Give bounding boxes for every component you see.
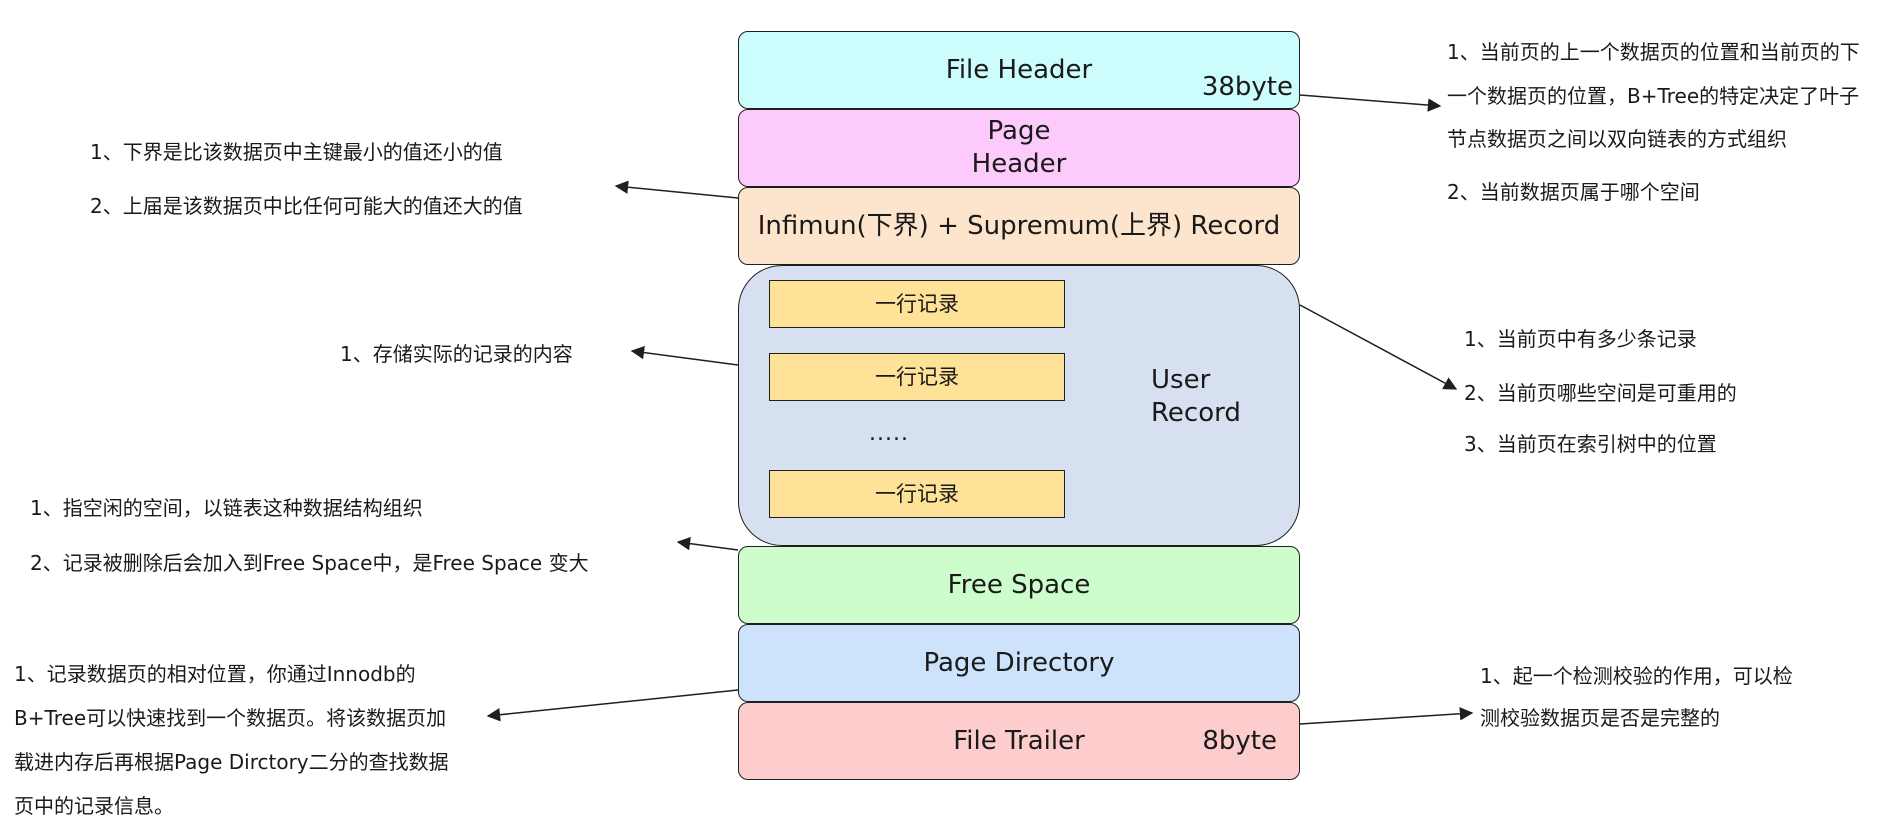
arrow-user-record-right xyxy=(1299,304,1458,390)
page-header-block: Page Header xyxy=(738,109,1300,187)
user-record-block: 一行记录 一行记录 ..... 一行记录 User Record xyxy=(738,265,1300,546)
file-header-block: File Header 38byte xyxy=(738,31,1300,109)
arrow-page-directory xyxy=(486,689,739,722)
file-header-size: 38byte xyxy=(1201,72,1293,102)
note-file-trailer-line1: 1、起一个检测校验的作用，可以检 xyxy=(1480,664,1793,688)
note-free-space-line1: 1、指空闲的空间，以链表这种数据结构组织 xyxy=(30,496,423,520)
file-trailer-block: File Trailer 8byte xyxy=(738,702,1300,780)
note-page-directory-line2: B+Tree可以快速找到一个数据页。将该数据页加 xyxy=(14,706,447,730)
record-row: 一行记录 xyxy=(769,353,1065,401)
note-user-record-right-line2: 2、当前页哪些空间是可重用的 xyxy=(1464,381,1737,405)
page-directory-block: Page Directory xyxy=(738,624,1300,702)
file-header-label: File Header xyxy=(945,54,1093,85)
record-row-label: 一行记录 xyxy=(875,481,959,506)
note-free-space-line2: 2、记录被删除后会加入到Free Space中，是Free Space 变大 xyxy=(30,551,589,575)
note-page-directory-line3: 载进内存后再根据Page Dirctory二分的查找数据 xyxy=(14,750,449,774)
page-directory-label: Page Directory xyxy=(923,647,1115,678)
arrow-infimum xyxy=(614,180,739,199)
note-file-trailer-line2: 测校验数据页是否是完整的 xyxy=(1480,706,1720,730)
note-page-directory-line1: 1、记录数据页的相对位置，你通过Innodb的 xyxy=(14,662,416,686)
note-file-header-line1: 1、当前页的上一个数据页的位置和当前页的下 xyxy=(1447,40,1860,64)
record-row-label: 一行记录 xyxy=(875,291,959,316)
file-trailer-size: 8byte xyxy=(1202,726,1277,756)
free-space-block: Free Space xyxy=(738,546,1300,624)
record-ellipsis: ..... xyxy=(869,421,909,446)
note-page-directory-line4: 页中的记录信息。 xyxy=(14,794,174,818)
record-row: 一行记录 xyxy=(769,280,1065,328)
infimum-supremum-block: Infimun(下界) + Supremum(上界) Record xyxy=(738,187,1300,265)
arrow-user-record-left xyxy=(630,345,739,366)
free-space-label: Free Space xyxy=(947,569,1091,600)
note-infimum-line2: 2、上届是该数据页中比任何可能大的值还大的值 xyxy=(90,194,523,218)
note-user-record-left-line1: 1、存储实际的记录的内容 xyxy=(340,342,573,366)
arrow-free-space xyxy=(676,536,739,551)
arrow-file-trailer xyxy=(1299,707,1474,725)
note-file-header-line3: 节点数据页之间以双向链表的方式组织 xyxy=(1447,127,1787,151)
infimum-supremum-label: Infimun(下界) + Supremum(上界) Record xyxy=(757,210,1281,241)
note-file-header-line4: 2、当前数据页属于哪个空间 xyxy=(1447,180,1700,204)
note-file-header-line2: 一个数据页的位置，B+Tree的特定决定了叶子 xyxy=(1447,84,1860,108)
note-infimum-line1: 1、下界是比该数据页中主键最小的值还小的值 xyxy=(90,140,503,164)
arrow-file-header xyxy=(1299,94,1442,112)
user-record-label: User Record xyxy=(1151,365,1241,428)
record-row-label: 一行记录 xyxy=(875,364,959,389)
page-header-label: Page Header xyxy=(971,116,1067,179)
record-row: 一行记录 xyxy=(769,470,1065,518)
note-user-record-right-line3: 3、当前页在索引树中的位置 xyxy=(1464,432,1717,456)
file-trailer-label: File Trailer xyxy=(953,725,1085,756)
note-user-record-right-line1: 1、当前页中有多少条记录 xyxy=(1464,327,1697,351)
